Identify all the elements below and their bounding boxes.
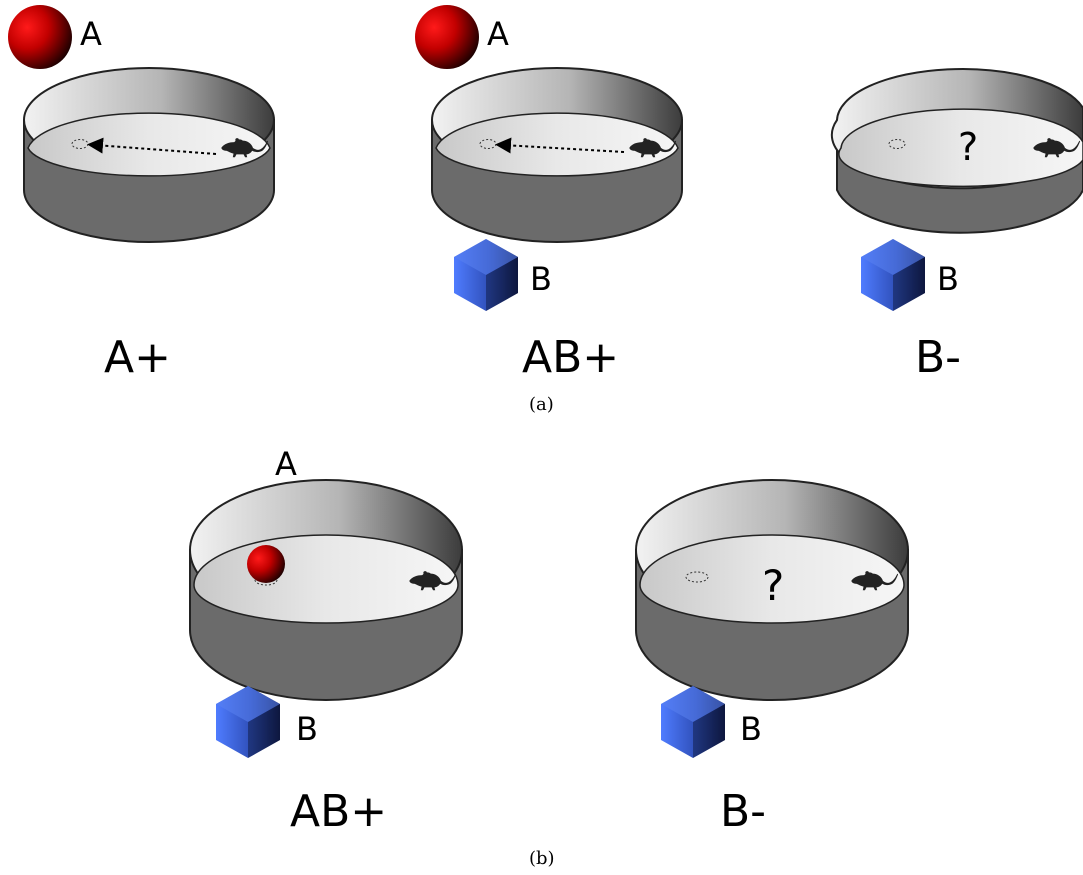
panel-b: A B AB+ ? B B- (b)	[189, 445, 909, 869]
path-arrow	[87, 137, 217, 155]
condition-label: B-	[915, 332, 961, 383]
sphere-cue	[415, 5, 479, 69]
cue-b-label: B	[937, 260, 959, 298]
scene-ab-plus: A B AB+	[189, 445, 463, 837]
scene-a-plus: A A+	[8, 5, 275, 383]
question-mark: ?	[762, 561, 784, 610]
cue-b-label: B	[530, 260, 552, 298]
sphere-cue	[247, 545, 285, 583]
arena	[635, 479, 909, 701]
condition-label: A+	[104, 332, 171, 383]
platform-marker	[888, 139, 906, 149]
condition-label: AB+	[290, 786, 387, 837]
platform-marker	[685, 571, 709, 583]
question-mark: ?	[958, 125, 978, 169]
cube-shading	[216, 239, 925, 758]
arena	[431, 67, 683, 243]
cue-a-label: A	[275, 445, 297, 483]
cue-b-label: B	[740, 710, 762, 748]
panel-a: A A+ A B AB+	[8, 5, 1083, 415]
platform-marker	[254, 574, 278, 586]
path-arrow	[495, 137, 625, 154]
panel-caption: (a)	[529, 394, 554, 415]
cue-a-label: A	[487, 15, 509, 53]
sphere-cue	[8, 5, 72, 69]
condition-label: B-	[720, 786, 766, 837]
condition-label: AB+	[522, 332, 619, 383]
scene-b-minus: ? B B-	[635, 479, 909, 837]
arena	[189, 479, 463, 701]
panel-caption: (b)	[529, 848, 555, 869]
arena	[830, 68, 1083, 234]
cue-b-label: B	[296, 710, 318, 748]
arena	[23, 67, 275, 243]
cue-a-label: A	[80, 15, 102, 53]
scene-ab-plus: A B AB+	[415, 5, 683, 383]
scene-b-minus: ? B B-	[830, 68, 1083, 383]
